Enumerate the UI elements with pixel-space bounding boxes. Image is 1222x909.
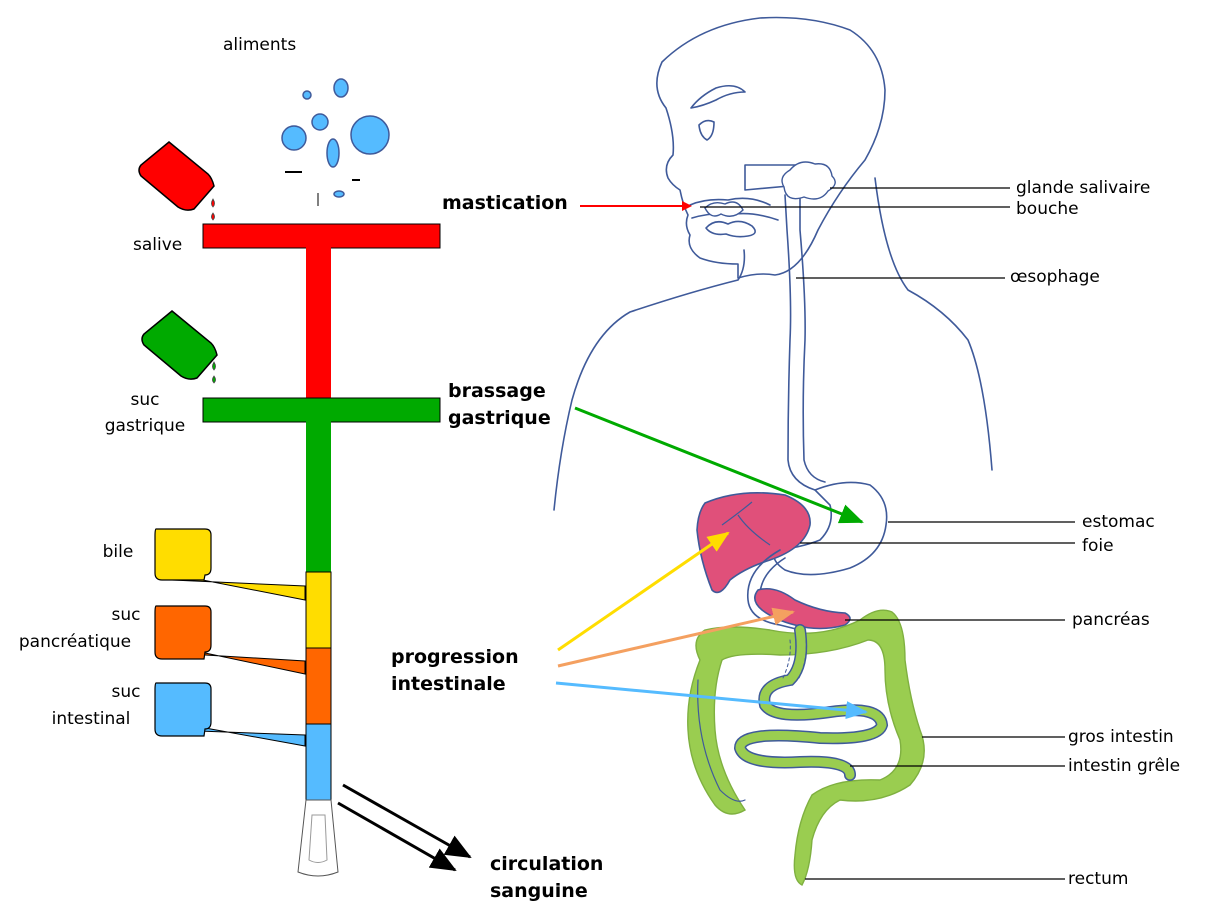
bile-container	[155, 529, 305, 600]
label-small-intestine: intestin grêle	[1068, 756, 1180, 776]
pancreatic-segment	[306, 648, 331, 724]
pancreatic-container	[155, 606, 305, 674]
tube-end	[298, 800, 338, 876]
label-gastric-1: suc	[131, 390, 160, 410]
gastric-flask-icon	[142, 311, 217, 379]
food-particle	[334, 79, 348, 97]
bile-segment	[306, 572, 331, 648]
saliva-stem	[306, 247, 331, 400]
label-brassage-1: brassage	[448, 380, 546, 402]
pancreatic-container-icon	[155, 606, 211, 659]
label-rectum: rectum	[1068, 869, 1128, 889]
label-pancreas: pancréas	[1072, 610, 1150, 630]
intestinal-container-icon	[155, 683, 211, 736]
food-particle	[327, 139, 339, 167]
food-particle	[334, 191, 344, 197]
circulation-arrow	[343, 785, 470, 857]
label-esophagus: œsophage	[1010, 267, 1100, 287]
digestive-tube-schematic	[203, 224, 440, 876]
bile-container-icon	[155, 529, 211, 580]
label-mastication: mastication	[442, 192, 568, 214]
food-particle	[312, 114, 328, 130]
food-particle	[303, 91, 311, 99]
label-salivary-gland: glande salivaire	[1016, 178, 1150, 198]
label-progression-1: progression	[391, 646, 519, 668]
label-circulation-2: sanguine	[490, 880, 588, 902]
label-progression-2: intestinale	[391, 673, 506, 695]
label-circulation-1: circulation	[490, 853, 603, 875]
label-intestinal-2: intestinal	[52, 709, 131, 729]
food-crumbs	[285, 172, 360, 206]
label-food: aliments	[223, 35, 296, 55]
label-saliva: salive	[133, 235, 182, 255]
salivary-gland-shape	[782, 162, 835, 199]
circulation-arrow	[338, 803, 455, 870]
gastric-bar	[203, 398, 440, 422]
intestinal-container	[155, 683, 305, 746]
head-outline	[657, 18, 885, 279]
label-pancreatic-1: suc	[112, 605, 141, 625]
saliva-bar	[203, 224, 440, 248]
saliva-flask-icon	[139, 142, 214, 210]
gastric-stem	[306, 421, 331, 572]
saliva-flask	[139, 142, 215, 220]
food-particles	[282, 79, 389, 197]
intestinal-segment	[306, 724, 331, 800]
label-brassage-2: gastrique	[448, 407, 551, 429]
label-large-intestine: gros intestin	[1068, 727, 1174, 747]
gastric-flask	[142, 311, 217, 383]
food-particle	[282, 126, 306, 150]
label-bile: bile	[103, 542, 134, 562]
esophagus	[705, 162, 835, 490]
label-stomach: estomac	[1082, 512, 1155, 532]
label-gastric-2: gastrique	[105, 416, 185, 436]
label-mouth: bouche	[1016, 199, 1079, 219]
label-liver: foie	[1082, 536, 1114, 556]
label-intestinal-1: suc	[112, 682, 141, 702]
food-particle	[351, 116, 389, 154]
torso-outline	[554, 178, 992, 510]
label-pancreatic-2: pancréatique	[19, 632, 131, 652]
